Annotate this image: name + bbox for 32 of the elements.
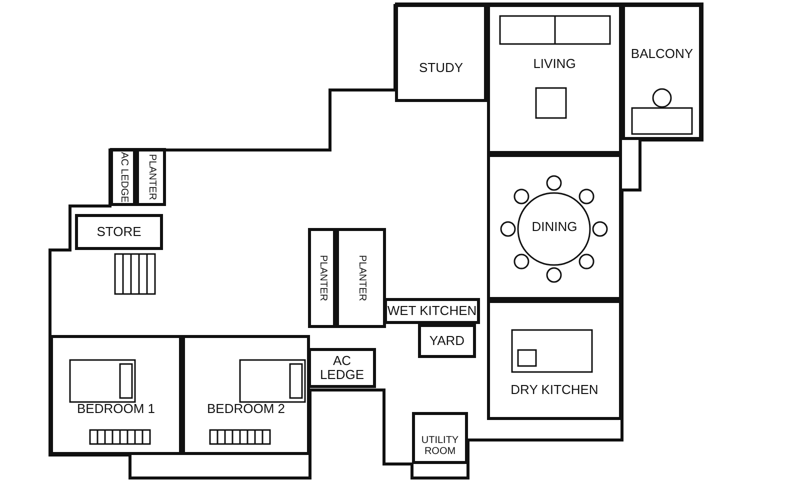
room-outline [622, 4, 702, 140]
room-label: WET KITCHEN [387, 304, 477, 318]
room-outline [487, 154, 622, 300]
room-label: DRY KITCHEN [510, 383, 598, 397]
room-outline [110, 148, 136, 206]
room-label: PLANTER [316, 254, 328, 302]
room-label: STORE [96, 225, 142, 239]
room-outline [182, 335, 310, 455]
room-label: AC LEDGE [318, 354, 366, 382]
room-outline [75, 214, 163, 250]
room-label: BEDROOM 1 [76, 402, 155, 416]
room-outline [50, 335, 182, 455]
room-outline [412, 412, 468, 464]
room-label: LIVING [533, 57, 576, 71]
room-label: PLANTER [356, 254, 366, 302]
room-outline [395, 4, 487, 102]
room-label: DINING [532, 220, 578, 234]
room-outline [308, 228, 336, 328]
room-label: YARD [429, 334, 465, 348]
room-label: PLANTER [146, 154, 156, 200]
room-outline [308, 348, 376, 388]
room-label: UTILITY ROOM [420, 436, 460, 457]
room-outline [487, 300, 622, 420]
room-label: STUDY [418, 61, 464, 75]
room-outline [336, 228, 386, 328]
room-outline [384, 298, 480, 324]
room-outline [136, 148, 166, 206]
room-label: BEDROOM 2 [206, 402, 285, 416]
room-outline [487, 4, 622, 154]
room-label: AC LEDGE [118, 152, 128, 202]
room-label: BALCONY [630, 47, 694, 61]
room-outline [418, 324, 476, 358]
